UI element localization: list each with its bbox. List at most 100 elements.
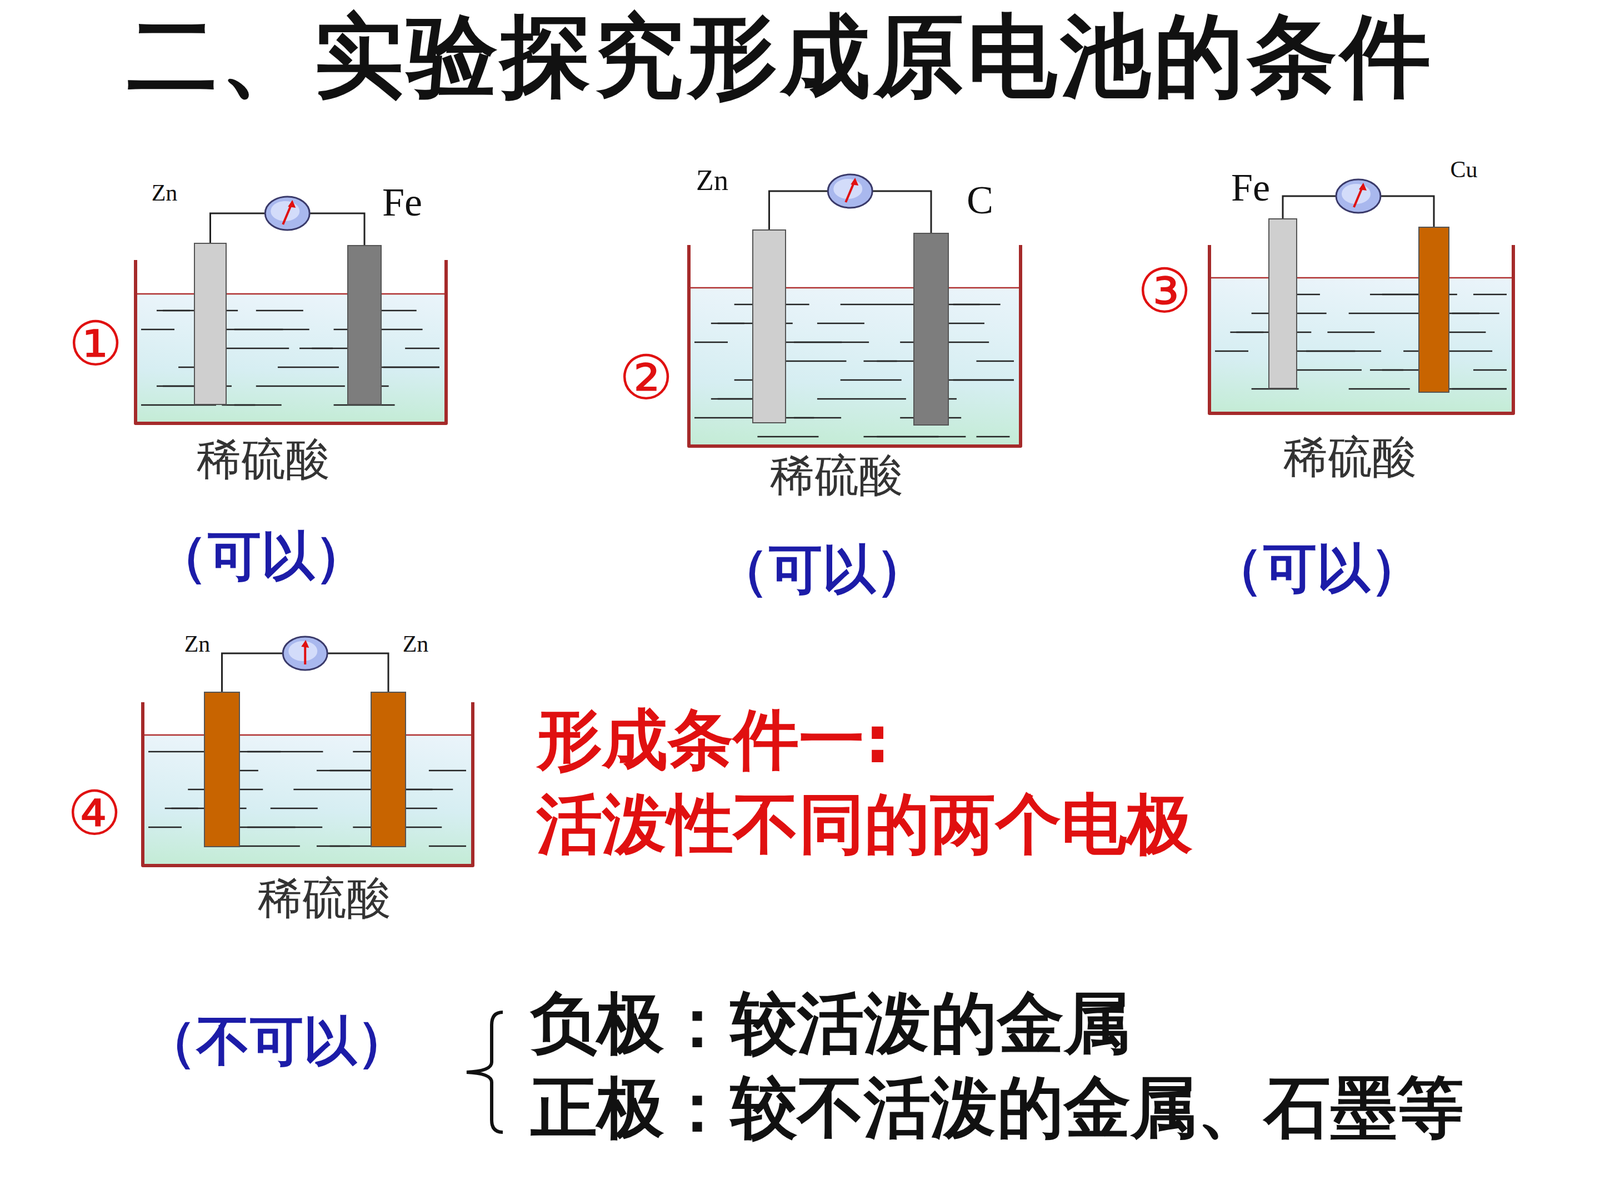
result-label: （可以） (154, 525, 368, 587)
electrode-label: Cu (1450, 157, 1478, 182)
liquid-dash (1348, 388, 1410, 390)
liquid-dash (247, 751, 281, 753)
needle-head (287, 200, 296, 208)
liquid-dash (428, 845, 467, 848)
liquid-dash (383, 366, 440, 369)
electrode: Fe (347, 245, 382, 405)
acid-solution (137, 293, 445, 422)
liquid-dash (953, 379, 1014, 382)
liquid-dash (141, 328, 175, 331)
liquid-dash (234, 404, 282, 407)
solution-label: 稀硫酸 (1283, 431, 1417, 483)
solution-label: 稀硫酸 (257, 872, 392, 924)
meter-body (265, 196, 310, 230)
electrode: Zn (752, 229, 787, 424)
beaker-wall (135, 260, 447, 424)
electrode-label: C (966, 180, 994, 220)
liquid-dash (1473, 293, 1507, 296)
beaker (688, 245, 1021, 447)
beaker-number: ③ (1137, 256, 1193, 327)
electrode-label: Zn (696, 166, 729, 195)
beaker-number: ① (68, 308, 124, 380)
needle-head (301, 640, 309, 648)
liquid-dash (247, 826, 323, 829)
liquid-dash (405, 347, 440, 350)
liquid-dash (405, 788, 453, 791)
liquid-dash (793, 341, 869, 344)
electrode: Zn (370, 691, 407, 848)
liquid-dash (817, 322, 865, 325)
result-label: （可以） (1210, 537, 1424, 599)
liquid-dash (428, 770, 467, 772)
liquid-surface (1209, 277, 1514, 279)
electrode: Fe (1268, 218, 1298, 389)
solution-label: 稀硫酸 (770, 450, 904, 502)
liquid-surface (142, 734, 473, 737)
electrode-rule: 负极：较活泼的金属 (530, 985, 1131, 1062)
liquid-dash (148, 826, 182, 829)
galvanometer (282, 636, 328, 670)
electrode-rule: 正极：较不活泼的金属、石墨等 (530, 1069, 1464, 1147)
acid-solution (144, 735, 472, 864)
beaker-wall (142, 702, 473, 866)
galvanometer (1336, 179, 1381, 213)
electrode-label: Zn (402, 632, 429, 656)
liquid-dash (1215, 350, 1249, 353)
beaker-wall (1209, 245, 1514, 414)
liquid-dash (1452, 388, 1507, 390)
result-label: （不可以） (143, 1010, 410, 1072)
liquid-dash (876, 436, 966, 438)
electrode: Zn (193, 242, 227, 405)
needle-head (850, 177, 859, 186)
liquid-dash (976, 360, 1014, 363)
liquid-dash (953, 303, 1001, 306)
brace (466, 1012, 503, 1133)
beaker (1209, 245, 1514, 414)
electrode-label: Fe (382, 182, 423, 223)
liquid-dash (330, 845, 378, 848)
liquid-dash (840, 379, 902, 382)
acid-solution (690, 287, 1019, 445)
beaker (142, 702, 473, 866)
liquid-dash (757, 436, 819, 438)
electrode-label: Fe (1231, 168, 1270, 208)
liquid-dash (293, 788, 383, 791)
galvanometer (265, 196, 310, 230)
liquid-surface (688, 287, 1021, 289)
liquid-dash (1473, 369, 1507, 372)
liquid-dash (976, 436, 1010, 438)
liquid-dash (1446, 388, 1507, 390)
beaker-number: ② (618, 342, 674, 414)
electrode-label: Zn (151, 181, 178, 205)
meter-body (282, 636, 328, 670)
electrode: C (913, 232, 949, 426)
beaker-wall (688, 245, 1021, 447)
liquid-dash (256, 385, 345, 388)
condition-note: 形成条件一: (536, 702, 891, 778)
liquid-dash (817, 398, 907, 400)
liquid-dash (148, 751, 210, 753)
condition-note: 活泼性不同的两个电极 (536, 786, 1193, 863)
liquid-dash (277, 366, 339, 369)
liquid-dash (1452, 312, 1500, 315)
solution-label: 稀硫酸 (196, 433, 330, 485)
liquid-dash (233, 751, 323, 753)
result-label: （可以） (715, 538, 929, 600)
liquid-dash (377, 366, 440, 369)
galvanometer (827, 174, 873, 208)
beaker (135, 260, 447, 424)
beaker-number: ④ (67, 778, 123, 849)
liquid-dash (270, 807, 318, 810)
liquid-dash (1306, 350, 1382, 353)
meter-body (827, 174, 873, 208)
acid-solution (1211, 277, 1512, 412)
liquid-dash (946, 379, 1014, 382)
electrode: Zn (203, 691, 240, 848)
liquid-dash (256, 310, 304, 312)
needle-head (1358, 182, 1367, 191)
meter-body (1336, 179, 1381, 213)
meter-glare (288, 641, 318, 662)
liquid-dash (1327, 331, 1375, 334)
liquid-dash (694, 341, 728, 344)
liquid-dash (793, 417, 842, 419)
